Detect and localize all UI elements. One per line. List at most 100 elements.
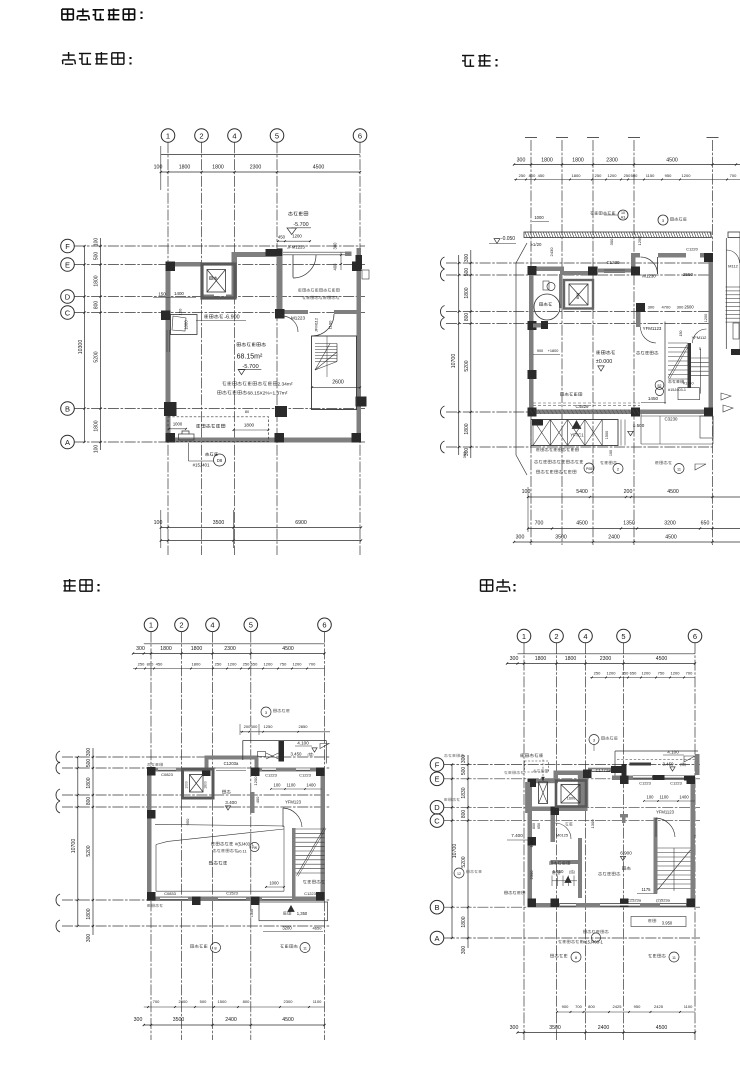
svg-text:2500: 2500 — [179, 999, 189, 1004]
svg-text:2600: 2600 — [684, 305, 694, 310]
svg-text:2300: 2300 — [284, 999, 294, 1004]
svg-text:(结): (结) — [569, 869, 575, 874]
svg-text:400: 400 — [255, 796, 260, 803]
svg-text:11: 11 — [672, 956, 676, 960]
svg-text:1100: 1100 — [328, 320, 333, 329]
svg-text:M1230: M1230 — [642, 274, 656, 279]
svg-text:1200: 1200 — [704, 314, 708, 322]
svg-text:100: 100 — [647, 795, 655, 800]
svg-text:1200: 1200 — [228, 662, 238, 667]
svg-text:6.900: 6.900 — [620, 851, 632, 856]
svg-text:4500: 4500 — [666, 158, 678, 164]
svg-text:68.15m²: 68.15m² — [237, 354, 263, 361]
svg-text:250: 250 — [622, 671, 629, 676]
svg-text:950: 950 — [185, 818, 190, 825]
svg-text:950: 950 — [665, 173, 672, 178]
svg-text:2.34m²: 2.34m² — [278, 382, 293, 388]
svg-text:80: 80 — [245, 410, 249, 414]
svg-text:3200: 3200 — [664, 521, 676, 527]
svg-text:300: 300 — [677, 305, 684, 310]
svg-text:250: 250 — [138, 662, 145, 667]
svg-text:4500: 4500 — [665, 535, 677, 541]
svg-text:450: 450 — [278, 235, 286, 240]
svg-text:1800: 1800 — [572, 173, 582, 178]
svg-text:300: 300 — [464, 448, 470, 457]
svg-text:3500: 3500 — [173, 1017, 185, 1023]
svg-text:#15J403-1: #15J403-1 — [668, 388, 686, 392]
svg-text:300: 300 — [86, 934, 92, 943]
svg-text:8: 8 — [214, 946, 217, 951]
svg-text:4500: 4500 — [667, 489, 679, 495]
svg-text:1800: 1800 — [179, 165, 191, 171]
svg-text:1800: 1800 — [541, 158, 553, 164]
svg-text:800: 800 — [529, 173, 536, 178]
svg-text:10700: 10700 — [451, 354, 457, 369]
svg-text:3500: 3500 — [213, 520, 225, 526]
svg-text:2600: 2600 — [332, 380, 344, 386]
svg-text:11: 11 — [677, 468, 681, 472]
svg-text:300: 300 — [517, 158, 526, 164]
svg-text:1175: 1175 — [641, 887, 651, 892]
svg-text:2300: 2300 — [250, 165, 262, 171]
svg-text:1150: 1150 — [646, 173, 655, 178]
svg-text:D: D — [65, 292, 71, 301]
svg-text:1000: 1000 — [173, 422, 183, 427]
svg-text:1800: 1800 — [572, 158, 584, 164]
svg-text:C1223: C1223 — [265, 773, 278, 778]
svg-text:4650: 4650 — [313, 926, 323, 931]
svg-text:F: F — [65, 242, 70, 251]
svg-text:3200: 3200 — [282, 926, 292, 931]
svg-text:800: 800 — [94, 301, 100, 310]
svg-text:1800: 1800 — [535, 656, 547, 662]
svg-text:1500: 1500 — [218, 999, 228, 1004]
svg-text:0.500: 0.500 — [633, 423, 645, 428]
svg-text:1800: 1800 — [565, 656, 577, 662]
svg-text:2: 2 — [617, 467, 620, 472]
svg-text:5: 5 — [249, 621, 253, 630]
svg-text:500: 500 — [464, 268, 470, 277]
svg-text:500: 500 — [461, 767, 467, 776]
svg-text:250: 250 — [594, 671, 601, 676]
svg-text::: : — [494, 54, 499, 71]
svg-text:1: 1 — [522, 632, 526, 641]
svg-text:C2523a: C2523a — [627, 898, 642, 903]
svg-text::: : — [96, 579, 101, 596]
svg-text:300: 300 — [510, 656, 519, 662]
svg-text:B2: B2 — [658, 384, 662, 388]
svg-text:1800: 1800 — [86, 908, 92, 919]
svg-text:5200: 5200 — [461, 856, 467, 867]
svg-text:-5.700: -5.700 — [293, 222, 308, 228]
svg-text:YFM123: YFM123 — [285, 800, 301, 805]
svg-text:6: 6 — [693, 632, 697, 641]
svg-text:M112: M112 — [728, 264, 738, 269]
svg-text:2: 2 — [199, 131, 203, 140]
svg-text:3: 3 — [662, 218, 665, 223]
svg-text:1200: 1200 — [253, 776, 258, 786]
svg-text:6900: 6900 — [295, 520, 307, 526]
svg-text:500: 500 — [94, 252, 100, 261]
svg-text:A: A — [434, 934, 439, 943]
svg-text:2400: 2400 — [225, 1017, 237, 1023]
svg-text:B: B — [65, 404, 70, 413]
svg-text:3.950: 3.950 — [662, 921, 673, 926]
svg-text:250: 250 — [624, 173, 631, 178]
svg-text:P08: P08 — [586, 467, 592, 471]
svg-text:300: 300 — [462, 451, 467, 458]
svg-text:300: 300 — [134, 1017, 143, 1023]
svg-text:YFM1123: YFM1123 — [643, 326, 662, 331]
svg-text:150: 150 — [158, 292, 166, 297]
svg-text:2300: 2300 — [606, 158, 618, 164]
svg-text:4500: 4500 — [576, 521, 588, 527]
svg-text:1200: 1200 — [608, 173, 618, 178]
svg-text:M0125: M0125 — [556, 833, 569, 838]
svg-text:C: C — [434, 816, 440, 825]
svg-text:1800: 1800 — [160, 646, 172, 652]
svg-text:1800: 1800 — [191, 646, 203, 652]
svg-text:300: 300 — [516, 535, 525, 541]
svg-text:700: 700 — [686, 671, 693, 676]
svg-text:500: 500 — [200, 999, 207, 1004]
svg-text:3: 3 — [593, 738, 596, 743]
svg-text:2300: 2300 — [529, 870, 534, 880]
svg-text:1200: 1200 — [671, 671, 681, 676]
svg-text:100: 100 — [154, 520, 163, 526]
